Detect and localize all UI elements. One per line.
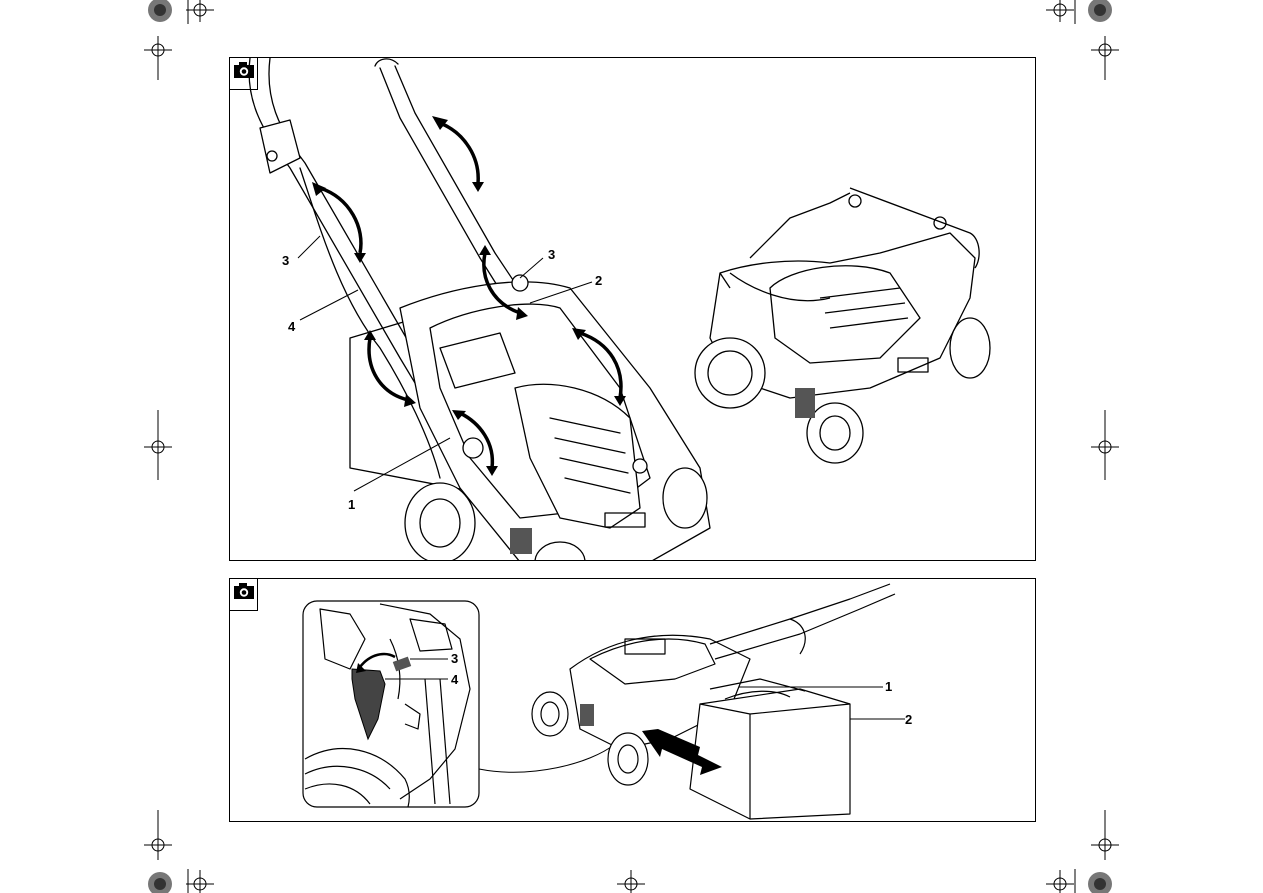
- lawnmower-assembly-illustration: [230, 58, 1036, 561]
- callout-2: 2: [905, 713, 912, 726]
- crosshair-icon: [186, 0, 214, 22]
- callout-1: 1: [885, 680, 892, 693]
- figure-panel-top: 1 2 3 3 4: [229, 57, 1036, 561]
- callout-4: 4: [288, 320, 295, 333]
- callout-4: 4: [451, 673, 458, 686]
- callout-2: 2: [595, 274, 602, 287]
- callout-1: 1: [348, 498, 355, 511]
- grass-box-attach-illustration: [230, 579, 1036, 822]
- callout-3: 3: [451, 652, 458, 665]
- callout-3: 3: [548, 248, 555, 261]
- callout-3: 3: [282, 254, 289, 267]
- figure-panel-bottom: 3 4 1 2: [229, 578, 1036, 822]
